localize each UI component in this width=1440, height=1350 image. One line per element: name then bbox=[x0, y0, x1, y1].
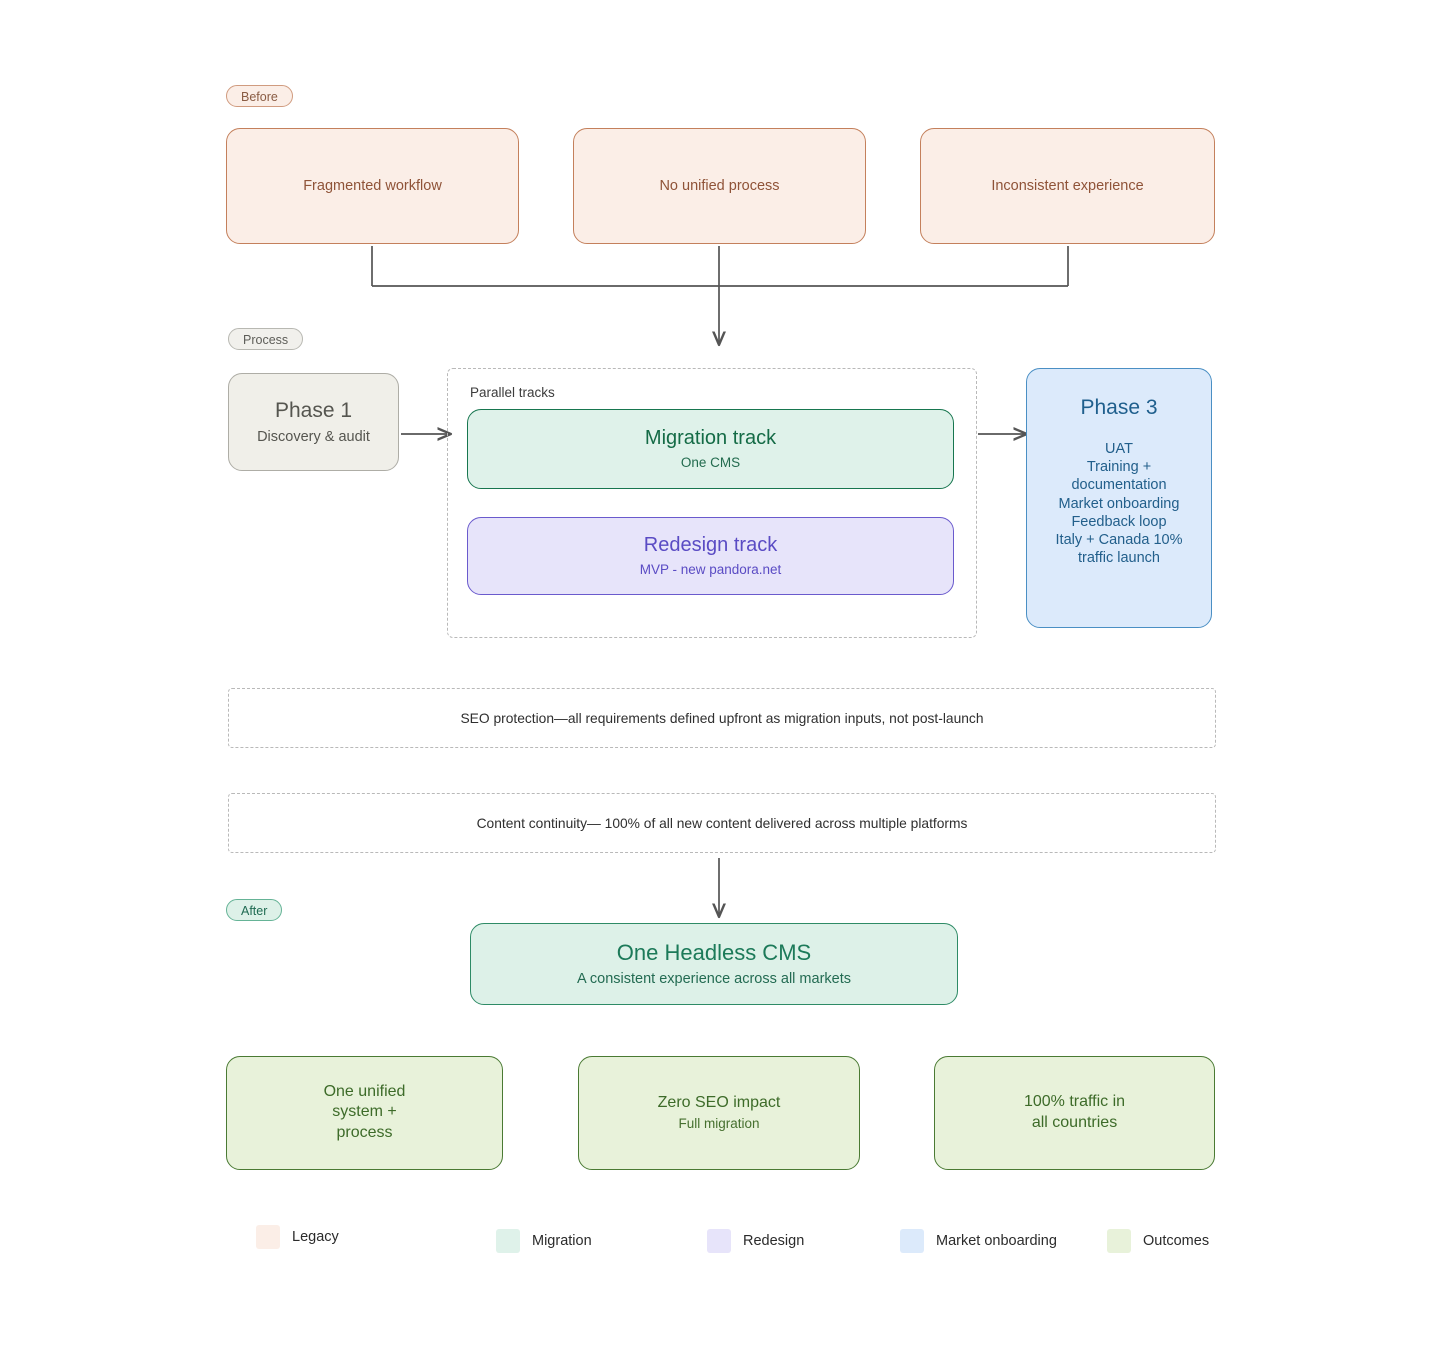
legacy-card-inconsistent-experience[interactable]: Inconsistent experience bbox=[920, 128, 1215, 244]
legend-item-market-onboarding: Market onboarding bbox=[900, 1229, 1057, 1253]
migration-track-title: Migration track bbox=[644, 427, 777, 450]
phase-3-title: Phase 3 bbox=[1080, 396, 1158, 419]
legend-swatch-migration bbox=[496, 1229, 520, 1253]
legend-item-migration: Migration bbox=[496, 1229, 592, 1253]
migration-track-card[interactable]: Migration track One CMS bbox=[467, 409, 954, 489]
before-to-process-connector bbox=[371, 246, 1069, 344]
legend-item-redesign: Redesign bbox=[707, 1229, 804, 1253]
legend-label-legacy: Legacy bbox=[292, 1229, 339, 1245]
legend-swatch-outcomes bbox=[1107, 1229, 1131, 1253]
legend-label-migration: Migration bbox=[532, 1233, 592, 1249]
legacy-card-no-unified-process[interactable]: No unified process bbox=[573, 128, 866, 244]
legend-label-market-onboarding: Market onboarding bbox=[936, 1233, 1057, 1249]
legend-item-outcomes: Outcomes bbox=[1107, 1229, 1209, 1253]
parallel-tracks-container bbox=[447, 368, 977, 638]
section-badge-before: Before bbox=[226, 85, 293, 107]
outcome-title: Zero SEO impact bbox=[657, 1094, 781, 1112]
section-badge-after: After bbox=[226, 899, 283, 921]
content-continuity-text: Content continuity— 100% of all new cont… bbox=[476, 815, 968, 831]
legacy-card-label: No unified process bbox=[659, 177, 780, 194]
legend-label-redesign: Redesign bbox=[743, 1233, 805, 1249]
phase-1-subtitle: Discovery & audit bbox=[257, 428, 370, 445]
one-headless-cms-card[interactable]: One Headless CMS A consistent experience… bbox=[470, 923, 958, 1005]
migration-track-subtitle: One CMS bbox=[680, 455, 741, 471]
redesign-track-title: Redesign track bbox=[643, 534, 778, 557]
legend-swatch-market-onboarding bbox=[900, 1229, 924, 1253]
legend-swatch-redesign bbox=[707, 1229, 731, 1253]
phase-1-title: Phase 1 bbox=[274, 398, 353, 422]
phase-1-card[interactable]: Phase 1 Discovery & audit bbox=[228, 373, 399, 471]
parallel-tracks-label: Parallel tracks bbox=[470, 385, 555, 400]
redesign-track-subtitle: MVP - new pandora.net bbox=[639, 562, 782, 578]
section-badge-process: Process bbox=[228, 328, 304, 350]
outcome-subtitle: Full migration bbox=[678, 1115, 760, 1131]
outcome-card-zero-seo-impact[interactable]: Zero SEO impact Full migration bbox=[578, 1056, 860, 1170]
legacy-card-label: Inconsistent experience bbox=[991, 177, 1144, 194]
legacy-card-fragmented-workflow[interactable]: Fragmented workflow bbox=[226, 128, 519, 244]
one-headless-cms-subtitle: A consistent experience across all marke… bbox=[576, 971, 851, 988]
legend-item-legacy: Legacy bbox=[256, 1225, 339, 1249]
seo-protection-text: SEO protection—all requirements defined … bbox=[460, 710, 984, 726]
redesign-track-card[interactable]: Redesign track MVP - new pandora.net bbox=[467, 517, 954, 595]
legend-swatch-legacy bbox=[256, 1225, 280, 1249]
legend-label-outcomes: Outcomes bbox=[1143, 1233, 1210, 1249]
one-headless-cms-title: One Headless CMS bbox=[616, 940, 812, 965]
seo-protection-banner: SEO protection—all requirements defined … bbox=[228, 688, 1216, 748]
content-continuity-banner: Content continuity— 100% of all new cont… bbox=[228, 793, 1216, 853]
legacy-card-label: Fragmented workflow bbox=[303, 177, 442, 194]
